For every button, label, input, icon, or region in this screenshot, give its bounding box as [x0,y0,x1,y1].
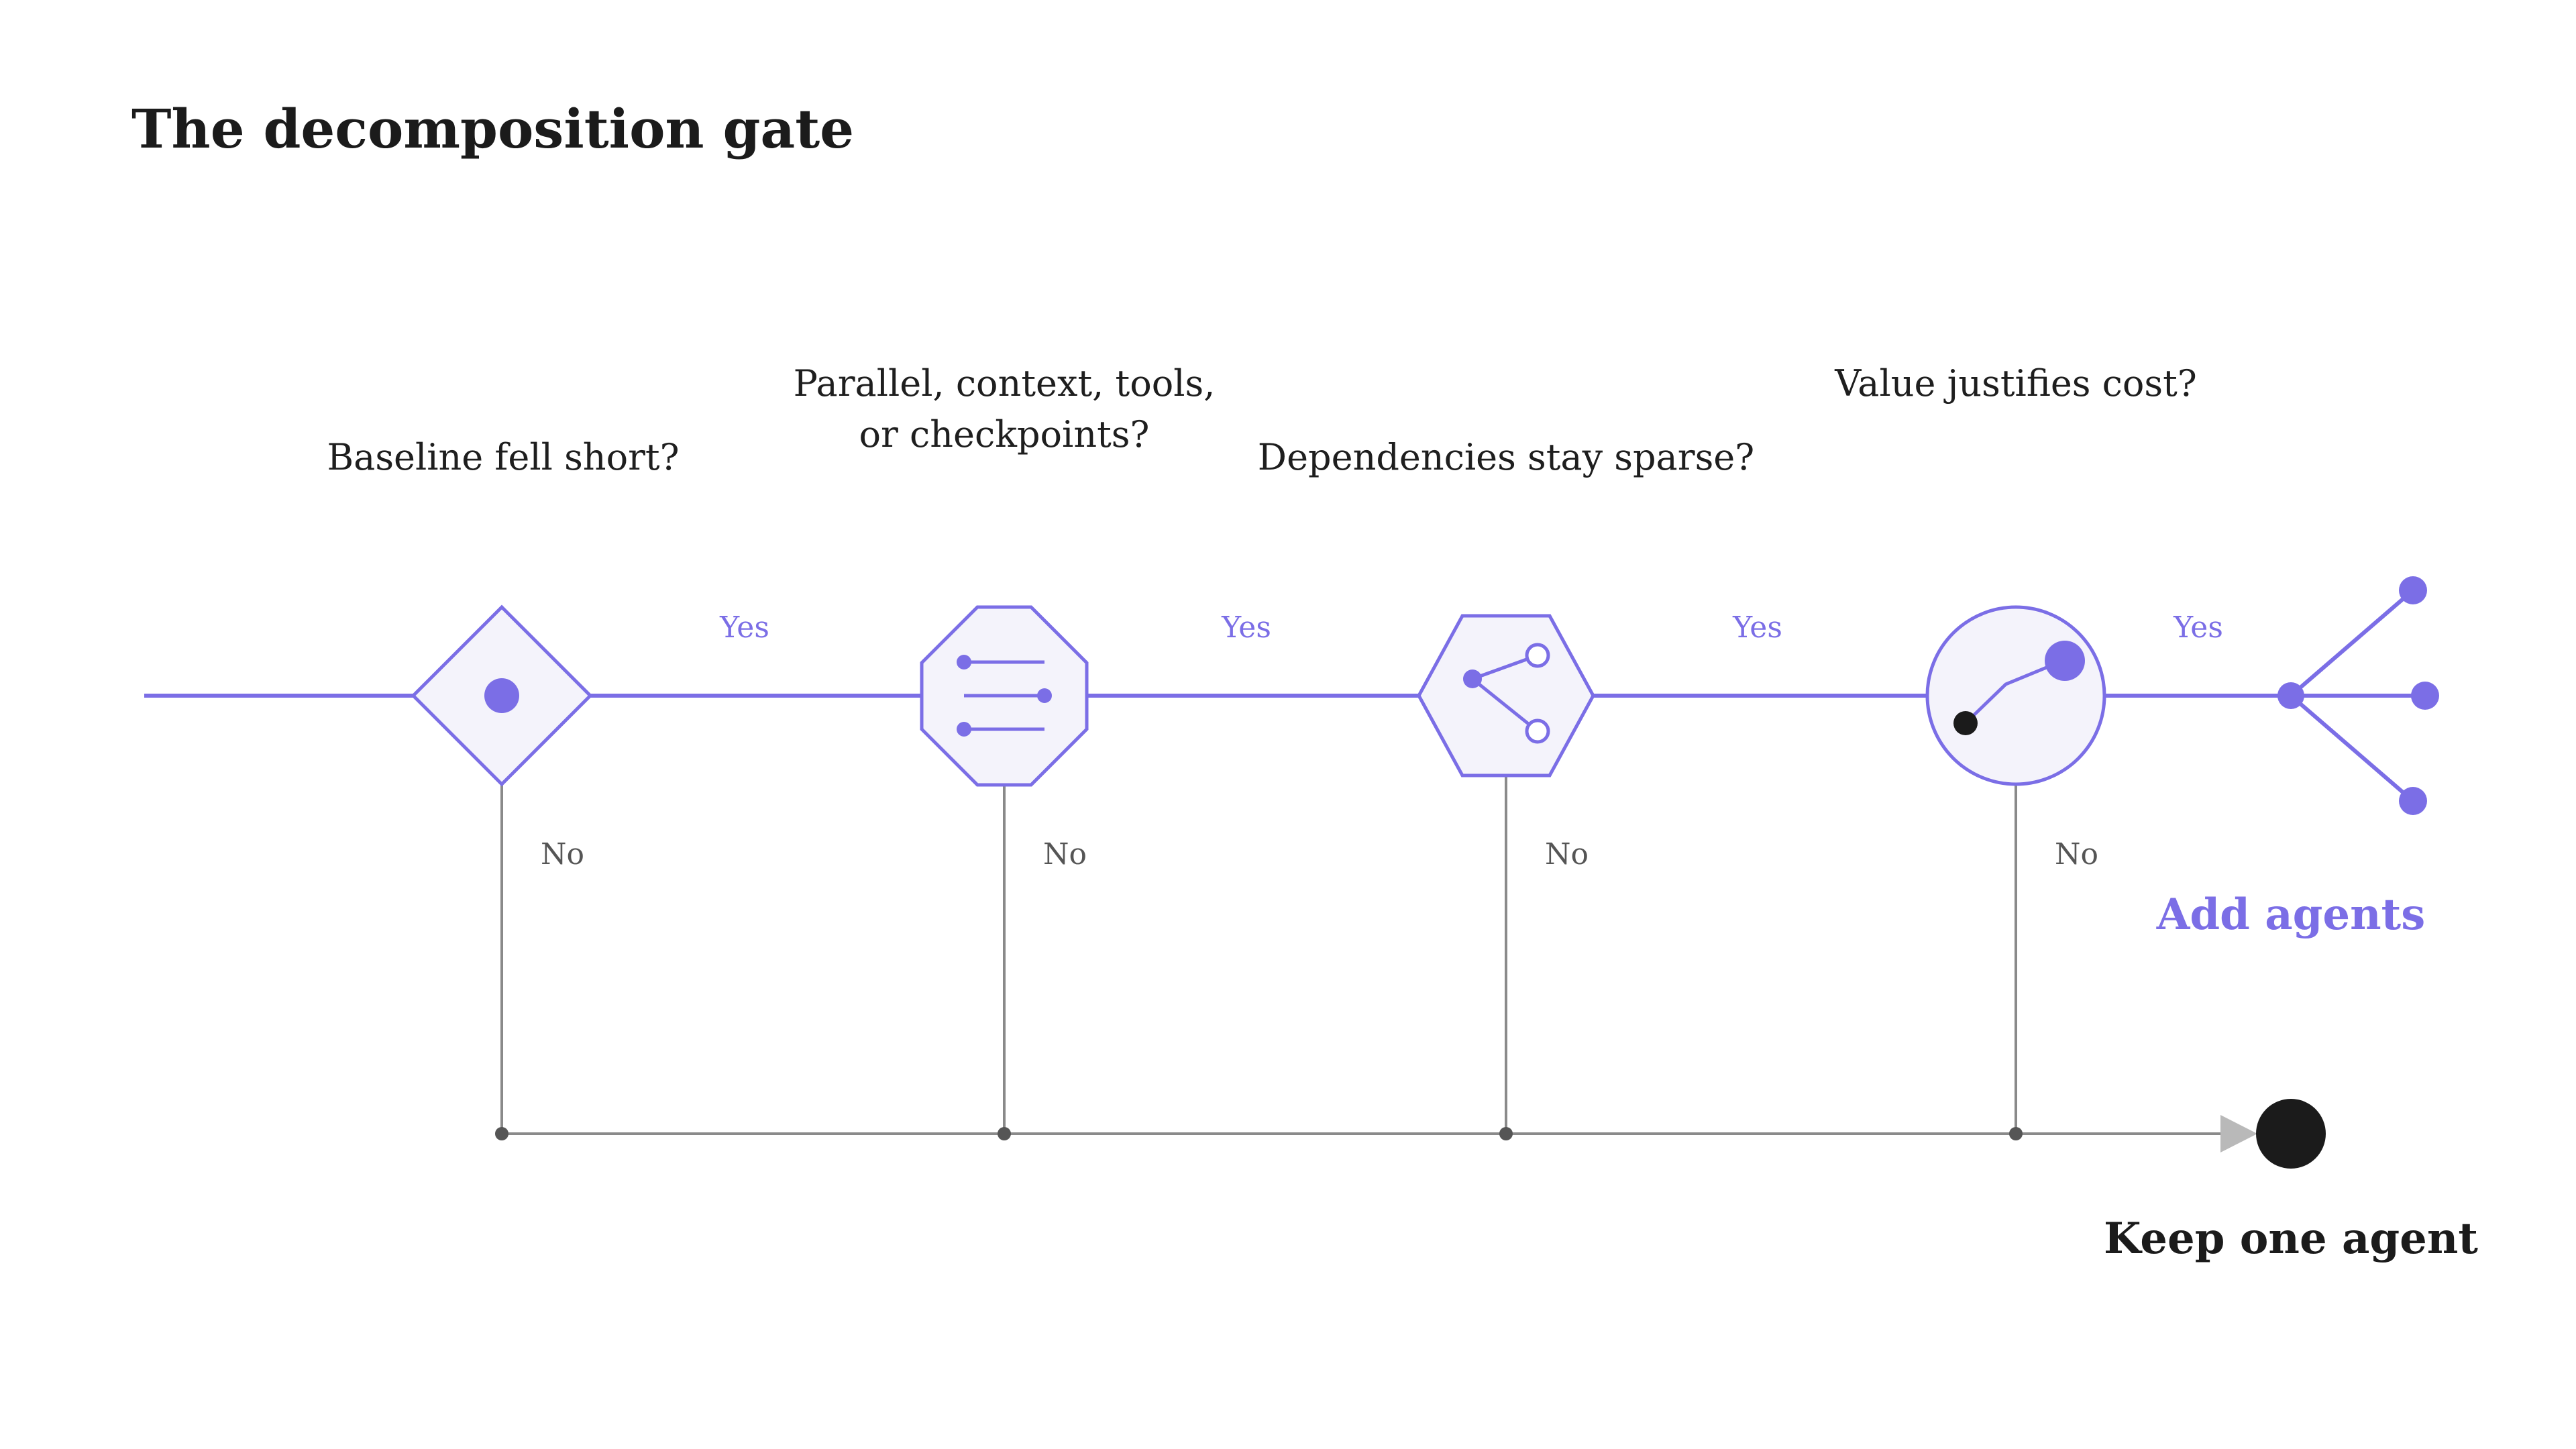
fanout-origin-dot [2277,682,2304,709]
gate-1-no-label: No [541,837,584,871]
agent-dot [2399,576,2427,604]
dot-icon [484,678,519,713]
gate-3-hexagon [1417,614,1595,777]
gate-2-no-label: No [1043,837,1087,871]
gate-2-question-line-1: Parallel, context, tools, [794,362,1216,405]
gate-3-yes-label: Yes [1732,610,1782,645]
no-branch-lines [495,775,2326,1169]
gate-4-circle [1925,605,2106,786]
gate-3-no-label: No [1545,837,1589,871]
gate-1-yes-label: Yes [719,610,769,645]
gate-4-question: Value justifies cost? [1834,362,2197,405]
junction-dot [2009,1127,2023,1140]
gate-2-octagon [920,605,1089,787]
gate-2-question-line-2: or checkpoints? [859,413,1150,455]
gate-3-question: Dependencies stay sparse? [1258,436,1754,478]
keep-one-agent-node [2256,1099,2326,1169]
gate-4-no-label: No [2055,837,2098,871]
checklist-icon [957,655,1052,737]
junction-dot [998,1127,1011,1140]
gate-1-diamond [411,604,593,787]
balance-icon [1953,641,2085,735]
branch-icon [1463,643,1550,744]
agent-dot [2411,682,2439,710]
keep-one-agent-label: Keep one agent [2104,1214,2478,1264]
arrow-head-icon [2220,1115,2257,1152]
gate-1-question: Baseline fell short? [327,436,679,478]
add-agents-fanout [2277,576,2439,815]
diagram-title: The decomposition gate [131,97,854,160]
agent-dot [2399,787,2427,815]
gate-2-yes-label: Yes [1221,610,1271,645]
junction-dot [495,1127,508,1140]
add-agents-label: Add agents [2156,890,2426,940]
junction-dot [1499,1127,1513,1140]
gate-4-yes-label: Yes [2173,610,2223,645]
